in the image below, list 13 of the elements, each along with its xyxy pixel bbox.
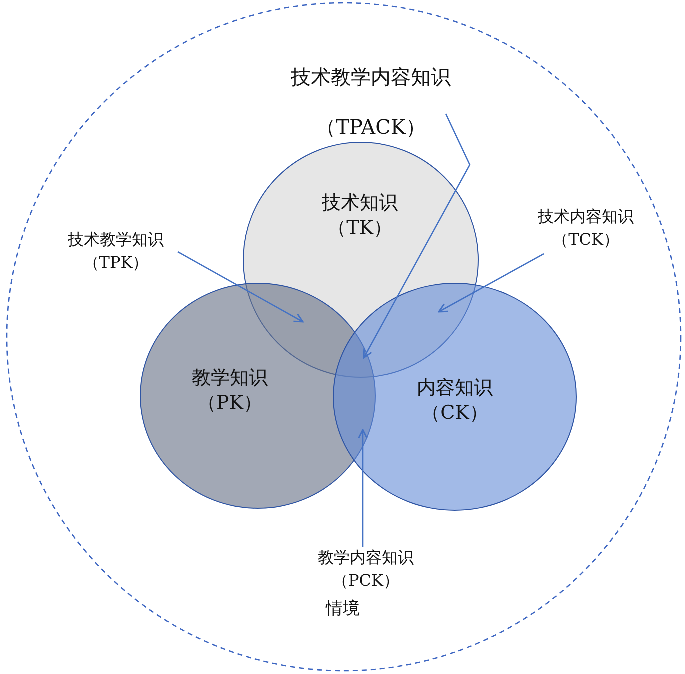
context-circle [6, 2, 682, 672]
leader-arrow [358, 429, 368, 547]
circle-label: 技术知识（TK） [321, 191, 399, 240]
title-label: 技术教学内容知识（TPACK） [290, 64, 452, 141]
context-label: 情境 [326, 598, 360, 620]
leader-arrow [363, 114, 471, 359]
leader-arrow [438, 253, 544, 313]
overlap-label: 教学内容知识（PCK） [317, 547, 415, 592]
circle-label: 教学知识（PK） [191, 366, 269, 416]
overlap-label: 技术教学知识（TPK） [67, 229, 165, 274]
circle-label: 内容知识（CK） [416, 376, 494, 426]
overlap-label: 技术内容知识（TCK） [537, 206, 635, 252]
leader-arrow [178, 251, 304, 323]
